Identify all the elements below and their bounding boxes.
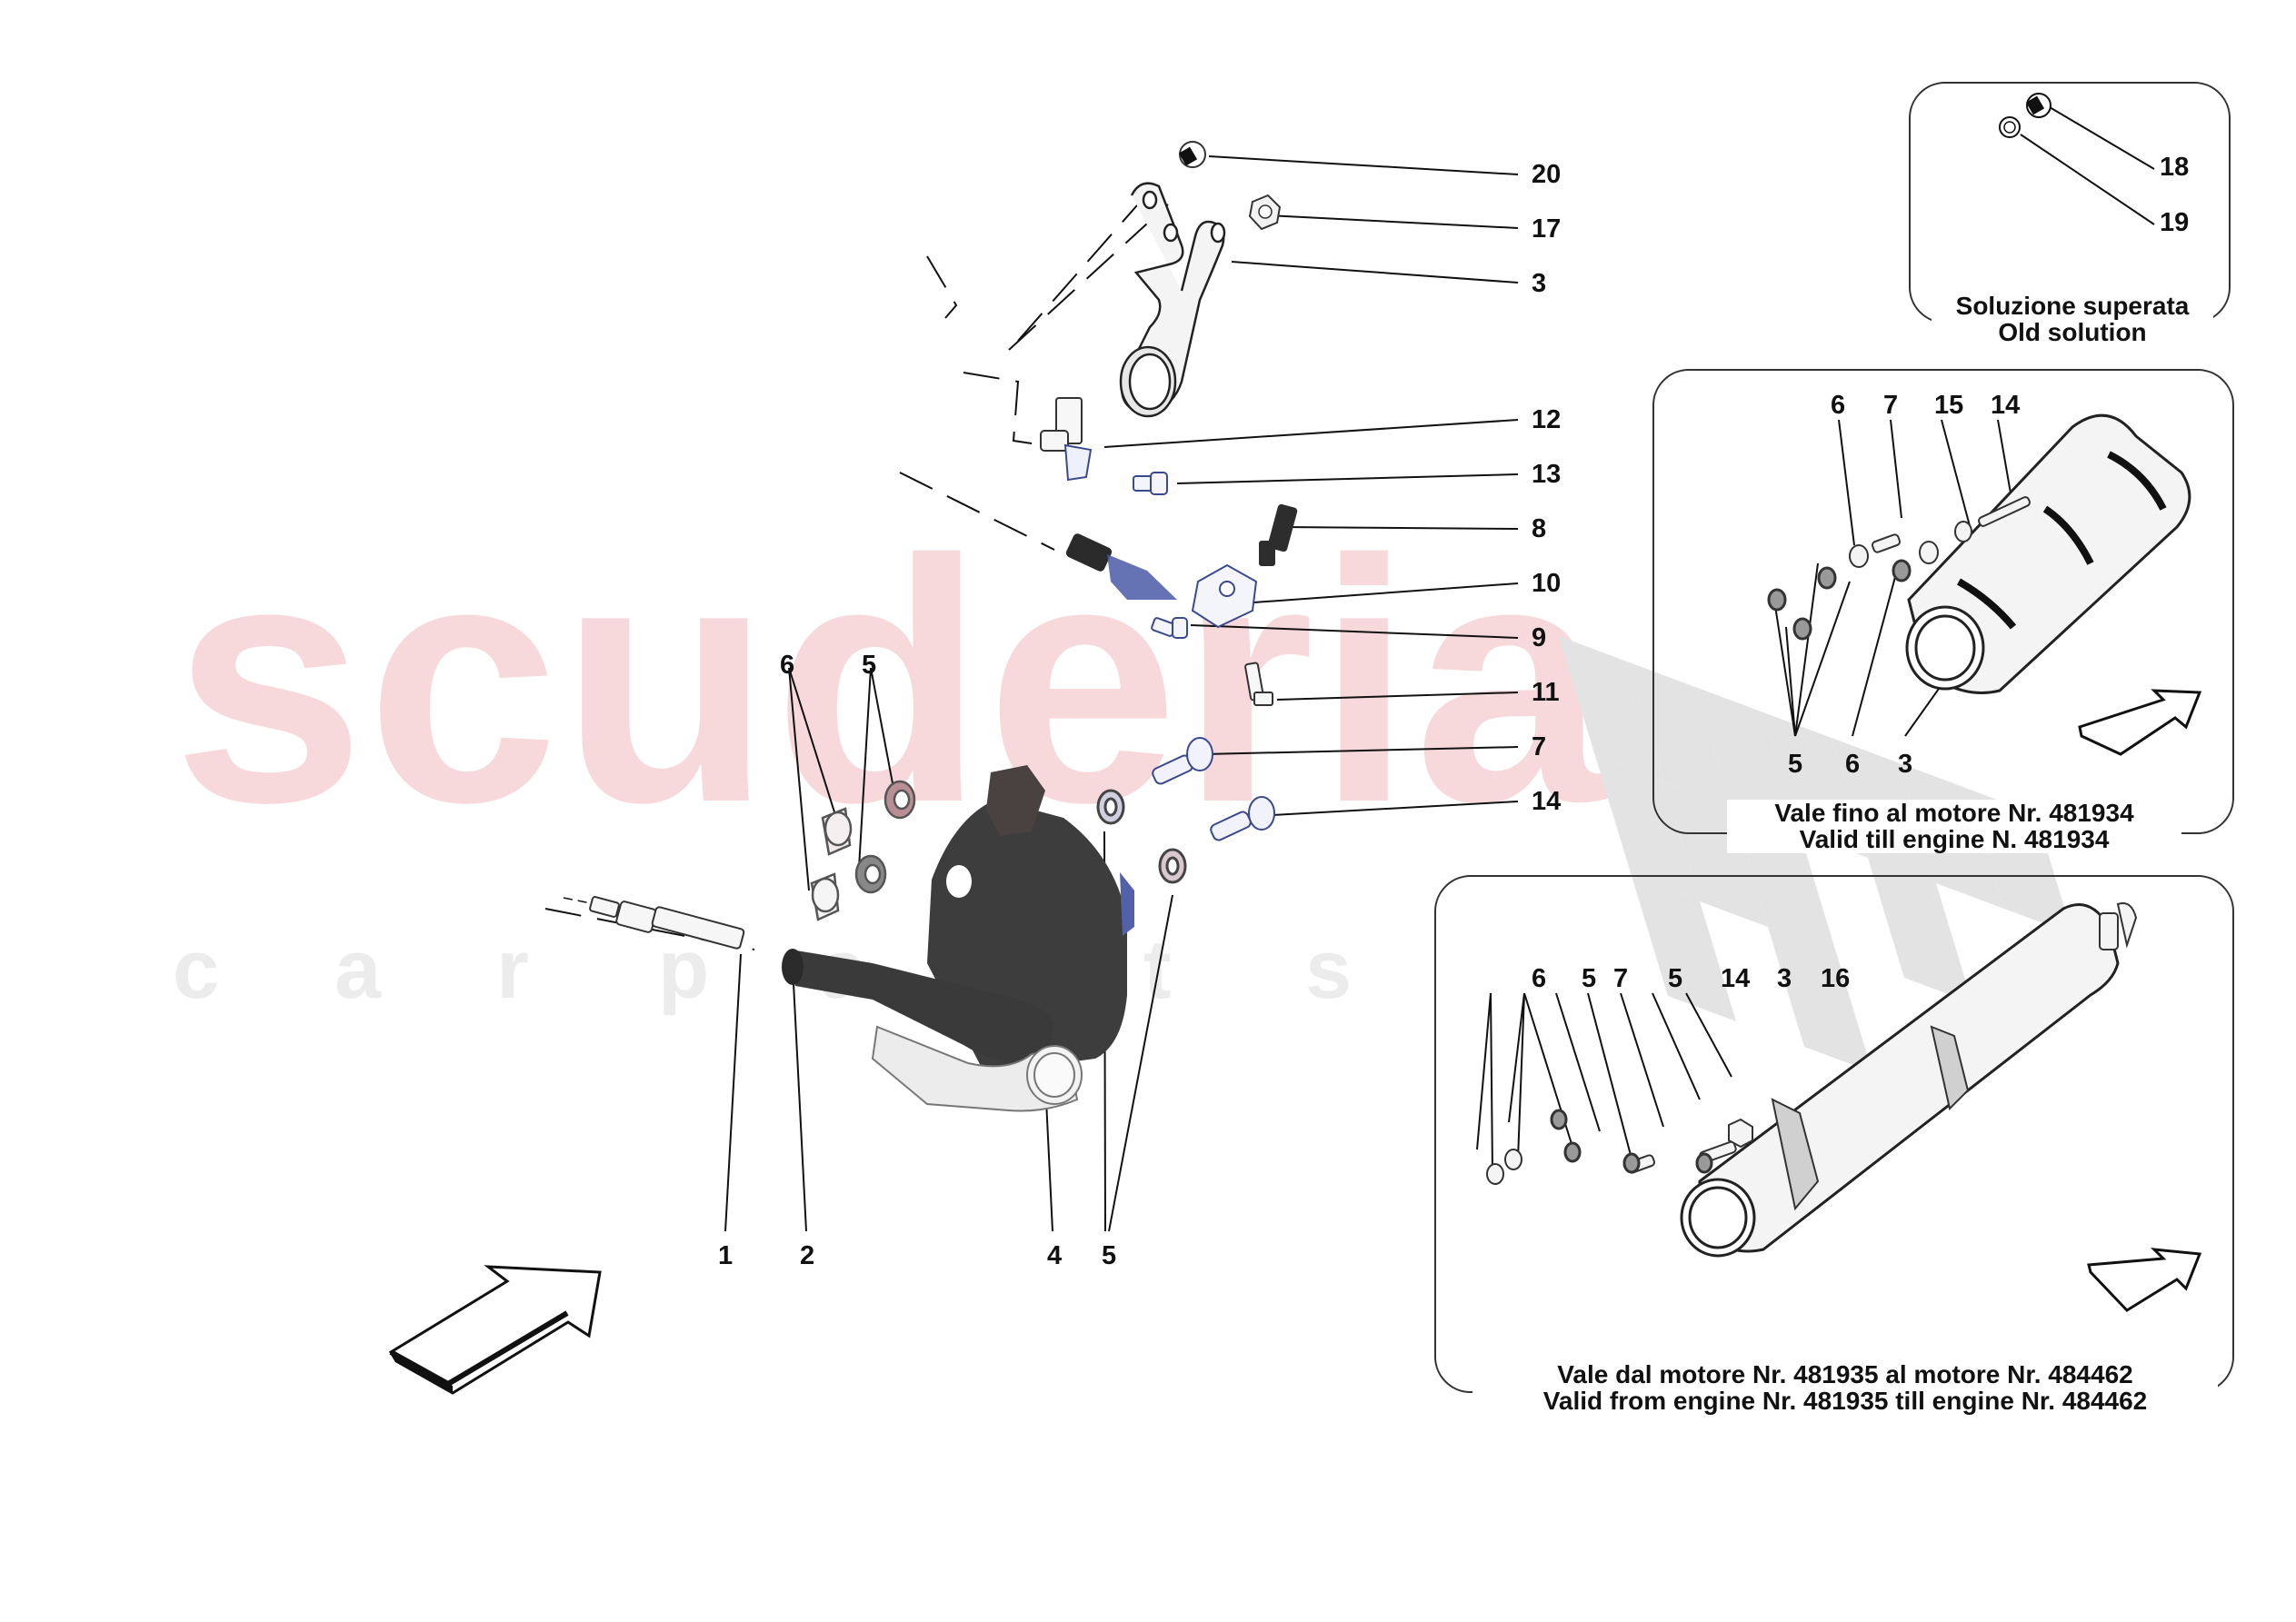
callout-18: 18	[2160, 153, 2190, 182]
callout-6: 6	[1845, 750, 1861, 779]
callout-14: 14	[1532, 787, 1562, 816]
orientation-arrow-icon	[388, 1265, 602, 1395]
stud-20	[1178, 141, 1206, 168]
callout-14: 14	[1721, 964, 1751, 993]
caption-till-481934-it: Vale fino al motore Nr. 481934	[1774, 799, 2134, 827]
caption-old-solution: Soluzione superata Old solution	[1932, 293, 2213, 346]
watermark-letter: a	[334, 923, 382, 1016]
callout-3: 3	[1532, 269, 1547, 298]
callout-2: 2	[800, 1241, 815, 1270]
caption-old-solution-en: Old solution	[1998, 318, 2147, 347]
watermark-letter: s	[1305, 923, 1353, 1016]
callout-8: 8	[1532, 514, 1547, 543]
callout-3: 3	[1777, 964, 1792, 993]
callout-6: 6	[1831, 391, 1846, 420]
caption-till-481934-en: Valid till engine N. 481934	[1799, 825, 2110, 854]
watermark-letter: r	[496, 923, 529, 1016]
callout-7: 7	[1883, 391, 1899, 420]
caption-till-481934: Vale fino al motore Nr. 481934 Valid til…	[1727, 800, 2181, 853]
callout-7: 7	[1613, 964, 1629, 993]
callout-20: 20	[1532, 160, 1562, 189]
callout-19: 19	[2160, 208, 2190, 237]
orientation-arrow-icon	[2078, 689, 2202, 756]
callout-5: 5	[862, 651, 877, 680]
callout-5-bottom: 5	[1102, 1241, 1117, 1270]
watermark-letter: t	[1143, 923, 1172, 1016]
caption-from-481935-en: Valid from engine Nr. 481935 till engine…	[1542, 1387, 2148, 1416]
callout-7: 7	[1532, 732, 1547, 761]
caption-from-481935-it: Vale dal motore Nr. 481935 al motore Nr.…	[1557, 1360, 2133, 1388]
callout-3: 3	[1898, 750, 1913, 779]
callout-14: 14	[1991, 391, 2021, 420]
callout-10: 10	[1532, 569, 1562, 598]
caption-from-481935-till-484462: Vale dal motore Nr. 481935 al motore Nr.…	[1472, 1361, 2218, 1415]
callout-11: 11	[1532, 678, 1560, 707]
callout-5: 5	[1668, 964, 1683, 993]
callout-9: 9	[1532, 623, 1547, 652]
callout-12: 12	[1532, 405, 1562, 434]
callout-5: 5	[1788, 750, 1803, 779]
callout-13: 13	[1532, 460, 1562, 489]
callout-6: 6	[780, 651, 795, 680]
callout-4: 4	[1047, 1241, 1063, 1270]
callout-16: 16	[1821, 964, 1851, 993]
caption-old-solution-it: Soluzione superata	[1955, 292, 2190, 320]
orientation-arrow-icon	[2087, 1248, 2202, 1312]
callout-5: 5	[1582, 964, 1597, 993]
callout-1: 1	[718, 1241, 734, 1270]
watermark-letter: c	[173, 923, 220, 1016]
callout-15: 15	[1934, 391, 1964, 420]
callout-6: 6	[1532, 964, 1547, 993]
callout-17: 17	[1532, 214, 1562, 244]
